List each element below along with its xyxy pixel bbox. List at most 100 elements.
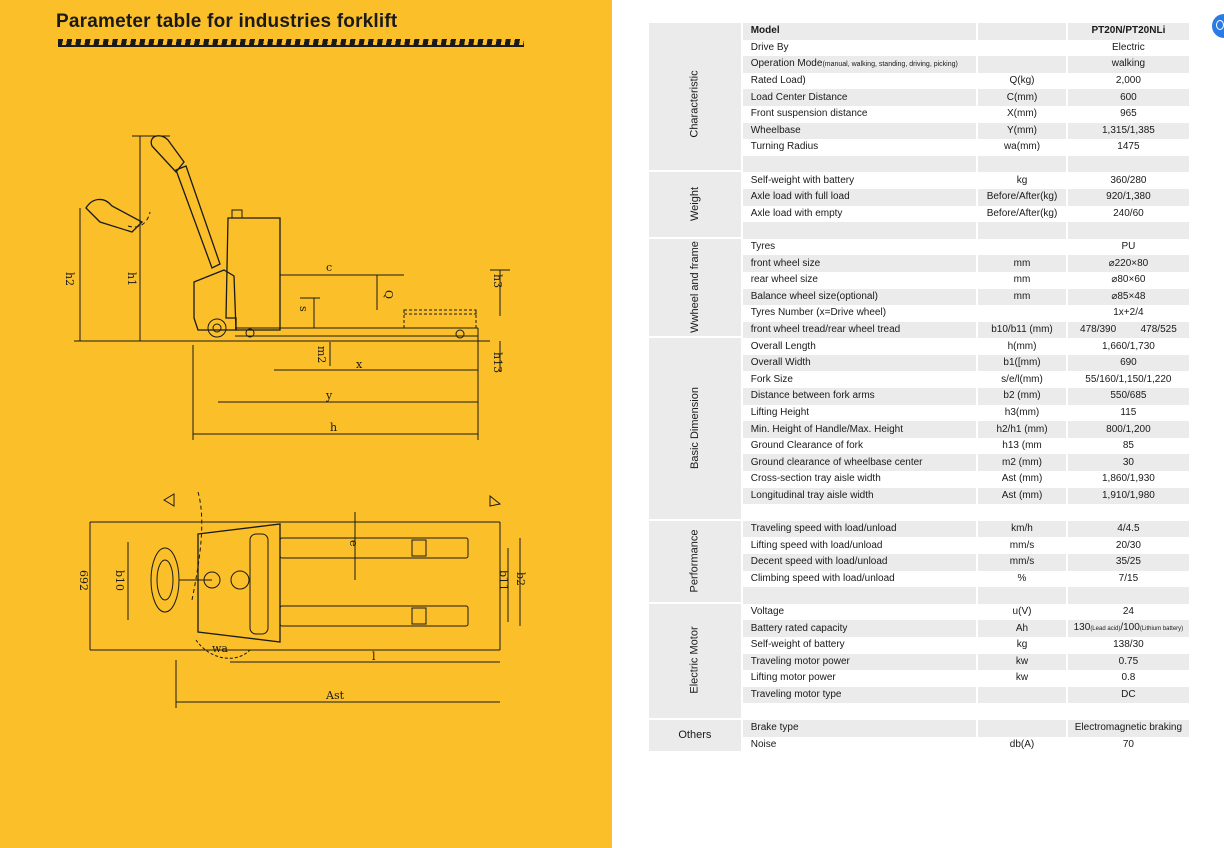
param-cell: Battery rated capacity	[742, 620, 977, 637]
value-cell: 55/160/1,150/1,220	[1065, 371, 1189, 389]
param-cell: Traveling motor type	[742, 686, 977, 704]
unit-cell: kw	[976, 670, 1066, 687]
value-cell: 600	[1065, 89, 1189, 106]
category-label: Wwheel and frame	[688, 241, 701, 333]
param-cell: Wheelbase	[742, 122, 977, 140]
table-row	[649, 504, 1189, 521]
value-text: 1,860/1,930	[1101, 473, 1155, 485]
value-text: 30	[1122, 456, 1134, 468]
unit-cell: wa(mm)	[976, 139, 1066, 156]
left-panel: Parameter table for industries forklift	[0, 0, 612, 848]
param-cell: Front suspension distance	[742, 105, 977, 123]
param-text: Voltage	[750, 606, 785, 618]
param-text: Overall Length	[750, 340, 816, 352]
table-row: Traveling motor type DC	[649, 686, 1189, 704]
value-text-2: 478/525	[1140, 323, 1177, 335]
value-cell	[1065, 222, 1189, 239]
table-row	[649, 587, 1189, 604]
param-text: Rated Load)	[750, 75, 806, 87]
value-text: 115	[1120, 406, 1137, 418]
value-cell: 920/1,380	[1065, 188, 1189, 206]
unit-cell	[976, 305, 1066, 322]
value-cell: PU	[1065, 238, 1189, 256]
dim-label-b10: b10	[113, 570, 126, 591]
param-cell: Overall Length	[742, 338, 977, 355]
param-text: Axle load with empty	[750, 207, 843, 219]
category-cell: Weight	[649, 172, 743, 239]
param-cell	[742, 703, 977, 720]
param-cell: Decent speed with load/unload	[742, 554, 977, 571]
dim-label-b11: b11	[497, 570, 510, 591]
unit-cell: Ast (mm)	[976, 487, 1066, 505]
param-text: Drive By	[750, 41, 789, 53]
param-text: Decent speed with load/unload	[750, 556, 888, 568]
param-text: Climbing speed with load/unload	[750, 572, 895, 584]
value-text: 0.8	[1121, 672, 1136, 684]
param-cell: Climbing speed with load/unload	[742, 570, 977, 588]
value-text: 20/30	[1115, 539, 1141, 551]
unit-cell: %	[976, 570, 1066, 588]
param-text: Self-weight of battery	[750, 639, 845, 651]
param-cell: Min. Height of Handle/Max. Height	[742, 421, 977, 438]
table-row: Balance wheel size(optional)mm⌀85×48	[649, 288, 1189, 306]
value-text: 4/4.5	[1117, 523, 1140, 535]
value-note-lead-acid: (Lead acid)	[1090, 626, 1121, 633]
value-cell: 35/25	[1065, 554, 1189, 571]
unit-cell	[976, 56, 1066, 73]
value-text: walking	[1111, 58, 1146, 70]
value-cell: 1,860/1,930	[1065, 471, 1189, 488]
param-text: Wheelbase	[750, 124, 801, 136]
unit-cell	[976, 587, 1066, 604]
param-text: Noise	[750, 738, 777, 750]
param-cell: Distance between fork arms	[742, 388, 977, 405]
param-text: rear wheel size	[750, 274, 818, 286]
dim-label-ast: Ast	[325, 689, 345, 702]
table-row: Operation Mode(manual, walking, standing…	[649, 56, 1189, 73]
value-text: 240/60	[1113, 207, 1144, 219]
param-cell: Lifting Height	[742, 404, 977, 422]
value-cell: 1,660/1,730	[1065, 338, 1189, 355]
param-cell: front wheel tread/rear wheel tread	[742, 321, 977, 339]
dim-label-c: c	[326, 261, 332, 274]
value-cell: 85	[1065, 437, 1189, 455]
param-text: Ground clearance of wheelbase center	[750, 456, 923, 468]
param-cell: Fork Size	[742, 371, 977, 389]
param-cell: Self-weight of battery	[742, 636, 977, 654]
value-cell: 360/280	[1065, 172, 1189, 189]
value-text: 85	[1122, 440, 1134, 452]
param-cell: Lifting motor power	[742, 670, 977, 687]
value-text: 690	[1120, 357, 1137, 369]
category-cell: Basic Dimension	[649, 338, 743, 521]
dim-label-l: l	[372, 650, 376, 663]
value-text: DC	[1121, 689, 1136, 701]
unit-cell: m2 (mm)	[976, 454, 1066, 472]
value-cell: ⌀80×60	[1065, 271, 1189, 289]
unit-cell: b1([mm)	[976, 354, 1066, 372]
value-cell: ⌀85×48	[1065, 288, 1189, 306]
unit-cell: X(mm)	[976, 105, 1066, 123]
category-label: Basic Dimension	[688, 387, 701, 470]
param-cell: Lifting speed with load/unload	[742, 537, 977, 554]
unit-cell: u(V)	[976, 603, 1066, 621]
side-tab-button[interactable]	[1212, 14, 1224, 38]
param-text: Min. Height of Handle/Max. Height	[750, 423, 904, 435]
value-text: 1,315/1,385	[1101, 124, 1155, 136]
page-title: Parameter table for industries forklift	[56, 11, 398, 32]
param-text: Tyres Number (x=Drive wheel)	[750, 307, 887, 319]
param-cell	[742, 587, 977, 604]
user-icon	[1216, 20, 1224, 30]
value-text: 7/15	[1118, 572, 1139, 584]
